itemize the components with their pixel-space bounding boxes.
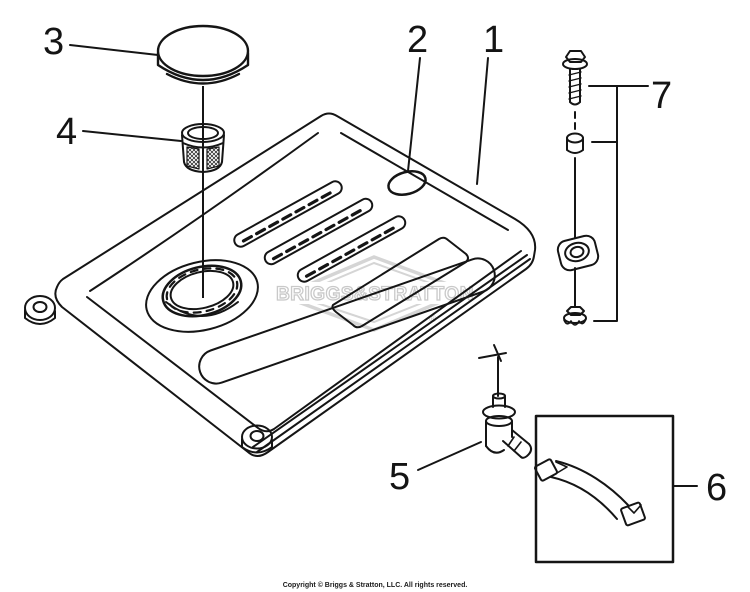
callout-2: 2 (407, 19, 428, 61)
callout-7-bracket (588, 85, 649, 322)
pipe-break-mark (478, 344, 507, 362)
callout-4: 4 (56, 111, 77, 153)
fuel-hose (534, 458, 646, 527)
tank-face-edge (86, 250, 522, 433)
watermark-brand-text: BRIGGS&STRATTON (276, 284, 474, 305)
tank-recessed-channel (198, 257, 496, 385)
tank-top-hole (387, 170, 427, 196)
mounting-hardware (562, 50, 649, 326)
mounting-screw (562, 50, 588, 106)
callout-1-leader (476, 57, 489, 185)
filter-mesh-right (206, 146, 220, 170)
watermark-registered-mark: ® (429, 314, 437, 325)
tank-vent-slots (233, 180, 407, 283)
fuel-tank (24, 112, 600, 457)
fuel-filter-screen (181, 123, 225, 173)
callout-2-leader (407, 57, 421, 172)
tank-mount-tab-left (24, 295, 56, 325)
callout-3-leader (69, 44, 159, 56)
callout-1: 1 (483, 19, 504, 61)
spacer-bushing (566, 132, 584, 154)
filler-neck (145, 259, 259, 333)
callout-6: 6 (706, 467, 727, 509)
callout-3: 3 (43, 21, 64, 63)
copyright-text: Copyright © Briggs & Stratton, LLC. All … (282, 582, 468, 589)
callout-4-leader (82, 130, 182, 142)
hose-detail-box (534, 414, 675, 564)
tank-seam-line-1 (252, 254, 528, 448)
tank-outline (54, 112, 537, 457)
fuel-cap (156, 24, 250, 85)
fuel-hose-group (534, 414, 675, 564)
tank-mount-tab-bottom (241, 424, 273, 454)
callout-leaders (69, 44, 698, 487)
callout-5: 5 (389, 456, 410, 498)
flange-nut (563, 306, 587, 326)
tank-mount-tab-right (556, 234, 600, 272)
callout-7: 7 (651, 75, 672, 117)
tank-label-panel (331, 236, 469, 329)
callout-5-leader (417, 441, 482, 471)
filter-mesh-left (186, 146, 200, 170)
fuel-shutoff-valve (478, 344, 533, 459)
